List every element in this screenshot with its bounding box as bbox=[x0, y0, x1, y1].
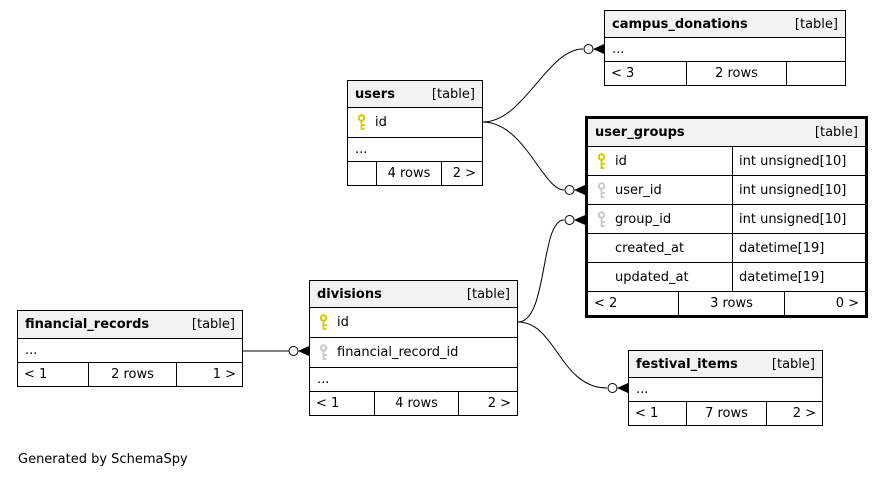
column-type: datetime[19] bbox=[732, 263, 865, 291]
table-name: financial_records bbox=[25, 317, 150, 332]
primary-key-icon bbox=[348, 114, 375, 131]
column-row: updated_at datetime[19] bbox=[588, 263, 865, 292]
column-type: datetime[19] bbox=[732, 234, 865, 262]
footer-related-left bbox=[348, 162, 376, 185]
table-name: campus_donations bbox=[612, 16, 748, 32]
footer-related-left: < 2 bbox=[594, 296, 618, 311]
column-type: int unsigned[10] bbox=[732, 205, 865, 233]
column-name: id bbox=[615, 153, 627, 169]
table-header: divisions [table] bbox=[310, 281, 517, 308]
table-node-financial-records[interactable]: financial_records [table] ... < 1 2 rows… bbox=[17, 310, 243, 387]
table-tag: [table] bbox=[771, 356, 815, 372]
column-row: id bbox=[310, 308, 517, 338]
table-footer: < 1 2 rows 1 > bbox=[18, 363, 242, 386]
column-row: group_id int unsigned[10] bbox=[588, 205, 865, 234]
foreign-key-icon bbox=[588, 210, 615, 228]
primary-key-icon bbox=[310, 314, 337, 331]
footer-related-right: 2 > bbox=[458, 392, 517, 415]
table-tag: [table] bbox=[814, 125, 858, 140]
footer-related-left: < 3 bbox=[611, 66, 635, 81]
column-name: id bbox=[337, 315, 349, 330]
relationship-divisions-festival-items bbox=[517, 321, 628, 393]
columns-ellipsis: ... bbox=[348, 138, 482, 162]
table-tag: [table] bbox=[466, 286, 510, 302]
table-node-divisions[interactable]: divisions [table] id financial_record_id… bbox=[309, 280, 518, 416]
table-footer: 4 rows 2 > bbox=[348, 162, 482, 185]
table-node-users[interactable]: users [table] id ... 4 rows 2 > bbox=[347, 80, 483, 186]
table-footer: < 3 2 rows bbox=[605, 62, 845, 85]
footer-related-right: 2 > bbox=[766, 402, 822, 425]
footer-related-right: 0 > bbox=[784, 292, 865, 315]
columns-ellipsis: ... bbox=[605, 38, 845, 62]
column-name: user_id bbox=[615, 182, 662, 198]
column-row: id int unsigned[10] bbox=[588, 147, 865, 176]
footer-rows-count: 2 rows bbox=[686, 62, 786, 85]
table-tag: [table] bbox=[431, 86, 475, 102]
footer-related-right: 1 > bbox=[176, 363, 242, 386]
column-type: int unsigned[10] bbox=[732, 176, 865, 204]
footer-related-left: < 1 bbox=[24, 367, 48, 382]
table-node-user-groups[interactable]: user_groups [table] id int unsigned[10] … bbox=[585, 116, 868, 318]
table-name: divisions bbox=[317, 286, 382, 302]
table-header: campus_donations [table] bbox=[605, 11, 845, 38]
table-footer: < 1 4 rows 2 > bbox=[310, 392, 517, 415]
table-header: festival_items [table] bbox=[629, 351, 822, 378]
generated-by-text: Generated by SchemaSpy bbox=[18, 452, 188, 467]
column-row: created_at datetime[19] bbox=[588, 234, 865, 263]
relationship-users-user-groups bbox=[482, 121, 585, 195]
column-name: financial_record_id bbox=[337, 345, 459, 360]
footer-related-right: 2 > bbox=[441, 162, 482, 185]
column-name: updated_at bbox=[615, 269, 689, 285]
column-type: int unsigned[10] bbox=[732, 147, 865, 175]
footer-rows-count: 3 rows bbox=[678, 292, 784, 315]
table-footer: < 1 7 rows 2 > bbox=[629, 402, 822, 425]
footer-rows-count: 7 rows bbox=[686, 402, 766, 425]
table-name: user_groups bbox=[595, 125, 685, 140]
columns-ellipsis: ... bbox=[629, 378, 822, 402]
table-name: festival_items bbox=[636, 356, 738, 372]
column-name: group_id bbox=[615, 211, 672, 227]
table-node-festival-items[interactable]: festival_items [table] ... < 1 7 rows 2 … bbox=[628, 350, 823, 426]
relationship-users-campus-donations bbox=[482, 44, 604, 123]
columns-ellipsis: ... bbox=[18, 339, 242, 363]
column-row: user_id int unsigned[10] bbox=[588, 176, 865, 205]
footer-related-right bbox=[786, 62, 845, 85]
column-name: created_at bbox=[615, 240, 685, 256]
foreign-key-icon bbox=[588, 181, 615, 199]
foreign-key-icon bbox=[310, 344, 337, 361]
relationship-financial-records-divisions bbox=[243, 346, 309, 356]
column-name: id bbox=[375, 115, 387, 130]
column-row: id bbox=[348, 108, 482, 138]
table-header: financial_records [table] bbox=[18, 311, 242, 339]
footer-rows-count: 4 rows bbox=[374, 392, 458, 415]
columns-ellipsis: ... bbox=[310, 368, 517, 392]
table-tag: [table] bbox=[191, 317, 235, 332]
footer-related-left: < 1 bbox=[635, 406, 659, 421]
table-header: user_groups [table] bbox=[588, 119, 865, 147]
column-row: financial_record_id bbox=[310, 338, 517, 368]
relationship-divisions-user-groups bbox=[517, 215, 585, 323]
footer-rows-count: 2 rows bbox=[88, 363, 176, 386]
footer-rows-count: 4 rows bbox=[376, 162, 441, 185]
table-header: users [table] bbox=[348, 81, 482, 108]
table-name: users bbox=[355, 86, 395, 102]
footer-related-left: < 1 bbox=[316, 396, 340, 411]
table-node-campus-donations[interactable]: campus_donations [table] ... < 3 2 rows bbox=[604, 10, 846, 86]
table-tag: [table] bbox=[794, 16, 838, 32]
table-footer: < 2 3 rows 0 > bbox=[588, 292, 865, 315]
primary-key-icon bbox=[588, 152, 615, 170]
